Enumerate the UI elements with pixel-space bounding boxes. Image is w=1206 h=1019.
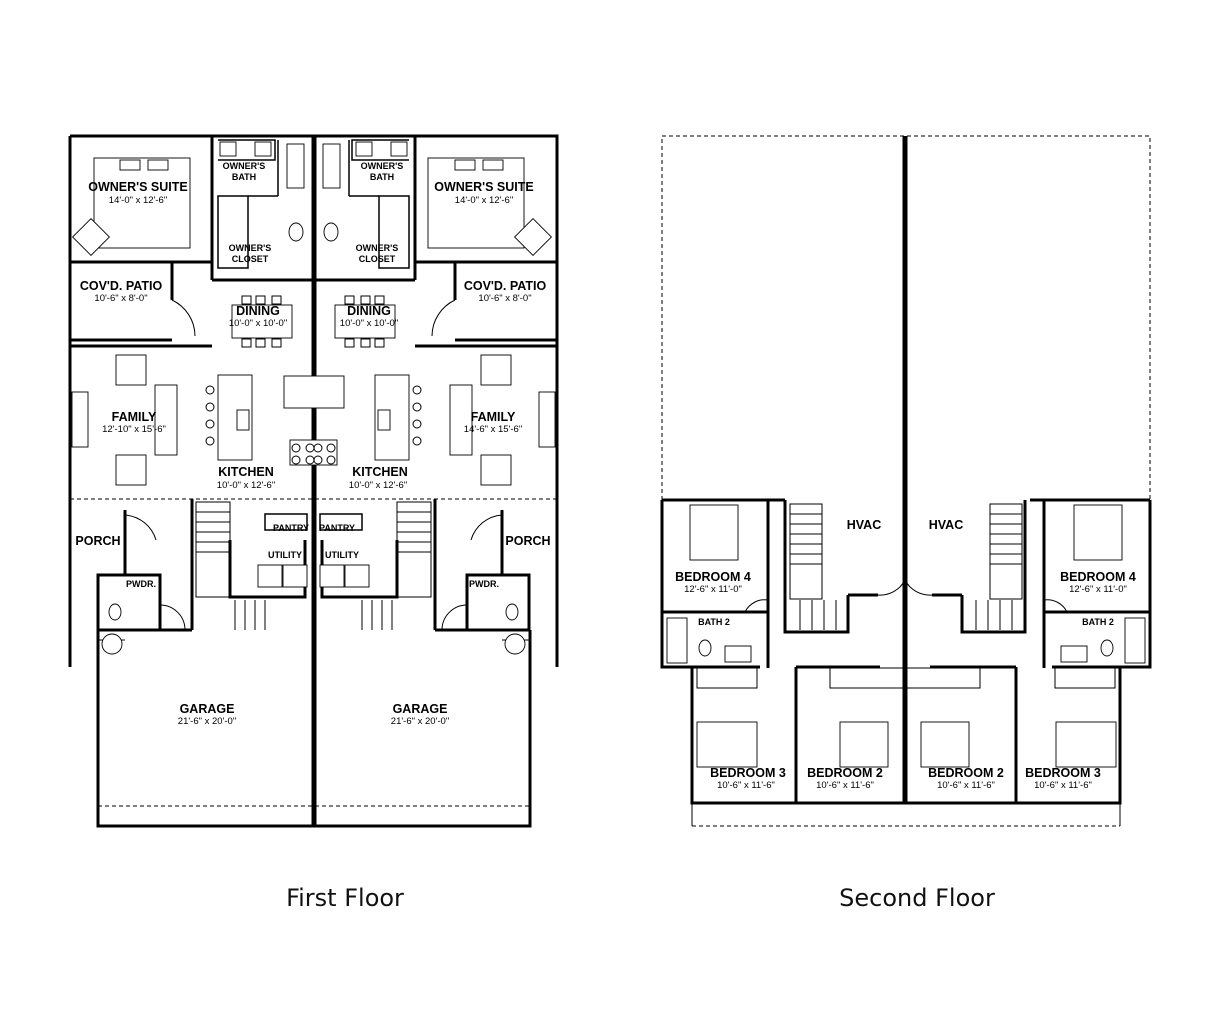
second-floor-left-unit-labels: HVAC BEDROOM 4 12'-6" x 11'-0" BATH 2 BE…	[675, 518, 883, 791]
room-name-bath-2: BATH 2	[698, 617, 730, 627]
room-name-bedroom-3: BEDROOM 3	[710, 766, 786, 780]
room-dims-bedroom-3: 10'-6" x 11'-6"	[1034, 780, 1092, 791]
first-floor-caption: First Floor	[286, 884, 404, 912]
first-floor-plan: OWNER'S SUITE 14'-0" x 12'-6" OWNER'S BA…	[68, 134, 559, 828]
room-name-bath-2: BATH 2	[1082, 617, 1114, 627]
room-dims-kitchen: 10'-0" x 12'-6"	[349, 480, 407, 491]
room-name-kitchen: KITCHEN	[352, 465, 408, 479]
second-floor-furniture	[666, 504, 1146, 768]
room-name-bedroom-2: BEDROOM 2	[807, 766, 883, 780]
first-floor-furniture	[71, 141, 556, 655]
room-dims-bedroom-2: 10'-6" x 11'-6"	[816, 780, 874, 791]
room-name-dining: DINING	[347, 304, 391, 318]
room-name-family: FAMILY	[471, 410, 516, 424]
second-floor-walls	[660, 135, 1152, 827]
room-name-bedroom-3: BEDROOM 3	[1025, 766, 1101, 780]
first-floor-stairs	[195, 501, 432, 630]
room-name-hvac: HVAC	[929, 518, 964, 532]
room-dims-garage: 21'-6" x 20'-0"	[391, 716, 449, 727]
second-floor-plan: HVAC BEDROOM 4 12'-6" x 11'-0" BATH 2 BE…	[660, 135, 1152, 827]
room-name-owners-closet: OWNER'S	[229, 243, 272, 253]
room-dims-owners-suite: 14'-0" x 12'-6"	[109, 195, 167, 206]
room-name-owners-suite: OWNER'S SUITE	[88, 180, 188, 194]
room-name-utility: UTILITY	[325, 550, 359, 560]
room-name-garage: GARAGE	[393, 702, 448, 716]
room-dims-dining: 10'-0" x 10'-0"	[340, 318, 398, 329]
first-floor-right-unit-labels: OWNER'S SUITE 14'-0" x 12'-6" OWNER'S BA…	[319, 161, 551, 727]
room-name-hvac: HVAC	[847, 518, 882, 532]
room-dims-bedroom-4: 12'-6" x 11'-0"	[1069, 584, 1127, 595]
room-dims-kitchen: 10'-0" x 12'-6"	[217, 480, 275, 491]
room-name-owners-bath-line2: BATH	[232, 172, 256, 182]
room-dims-garage: 21'-6" x 20'-0"	[178, 716, 236, 727]
room-name-utility: UTILITY	[268, 550, 302, 560]
room-dims-bedroom-4: 12'-6" x 11'-0"	[684, 584, 742, 595]
room-dims-covd-patio: 10'-6" x 8'-0"	[478, 293, 531, 304]
room-name-covd-patio: COV'D. PATIO	[80, 279, 163, 293]
room-name-bedroom-4: BEDROOM 4	[1060, 570, 1136, 584]
room-name-bedroom-4: BEDROOM 4	[675, 570, 751, 584]
room-dims-family: 12'-10" x 15'-6"	[102, 424, 166, 435]
room-name-pwdr: PWDR.	[469, 579, 499, 589]
room-dims-owners-suite: 14'-0" x 12'-6"	[455, 195, 513, 206]
second-floor-caption: Second Floor	[839, 884, 995, 912]
room-name-owners-closet: OWNER'S	[356, 243, 399, 253]
room-name-pantry: PANTRY	[319, 523, 355, 533]
room-name-porch: PORCH	[505, 534, 550, 548]
first-floor-left-unit-labels: OWNER'S SUITE 14'-0" x 12'-6" OWNER'S BA…	[75, 161, 309, 727]
room-dims-bedroom-2: 10'-6" x 11'-6"	[937, 780, 995, 791]
room-name-owners-closet-line2: CLOSET	[232, 254, 269, 264]
room-name-owners-bath: OWNER'S	[223, 161, 266, 171]
room-name-kitchen: KITCHEN	[218, 465, 274, 479]
second-floor-right-unit-labels: HVAC BEDROOM 4 12'-6" x 11'-0" BATH 2 BE…	[928, 518, 1136, 791]
room-name-owners-suite: OWNER'S SUITE	[434, 180, 534, 194]
room-dims-dining: 10'-0" x 10'-0"	[229, 318, 287, 329]
room-name-covd-patio: COV'D. PATIO	[464, 279, 547, 293]
room-name-family: FAMILY	[112, 410, 157, 424]
room-name-owners-bath: OWNER'S	[361, 161, 404, 171]
room-dims-bedroom-3: 10'-6" x 11'-6"	[717, 780, 775, 791]
room-dims-family: 14'-6" x 15'-6"	[464, 424, 522, 435]
room-name-pantry: PANTRY	[273, 523, 309, 533]
room-name-porch: PORCH	[75, 534, 120, 548]
room-name-garage: GARAGE	[180, 702, 235, 716]
room-name-bedroom-2: BEDROOM 2	[928, 766, 1004, 780]
room-name-owners-bath-line2: BATH	[370, 172, 394, 182]
room-name-dining: DINING	[236, 304, 280, 318]
room-name-owners-closet-line2: CLOSET	[359, 254, 396, 264]
room-dims-covd-patio: 10'-6" x 8'-0"	[94, 293, 147, 304]
room-name-pwdr: PWDR.	[126, 579, 156, 589]
first-floor-walls	[68, 134, 559, 828]
